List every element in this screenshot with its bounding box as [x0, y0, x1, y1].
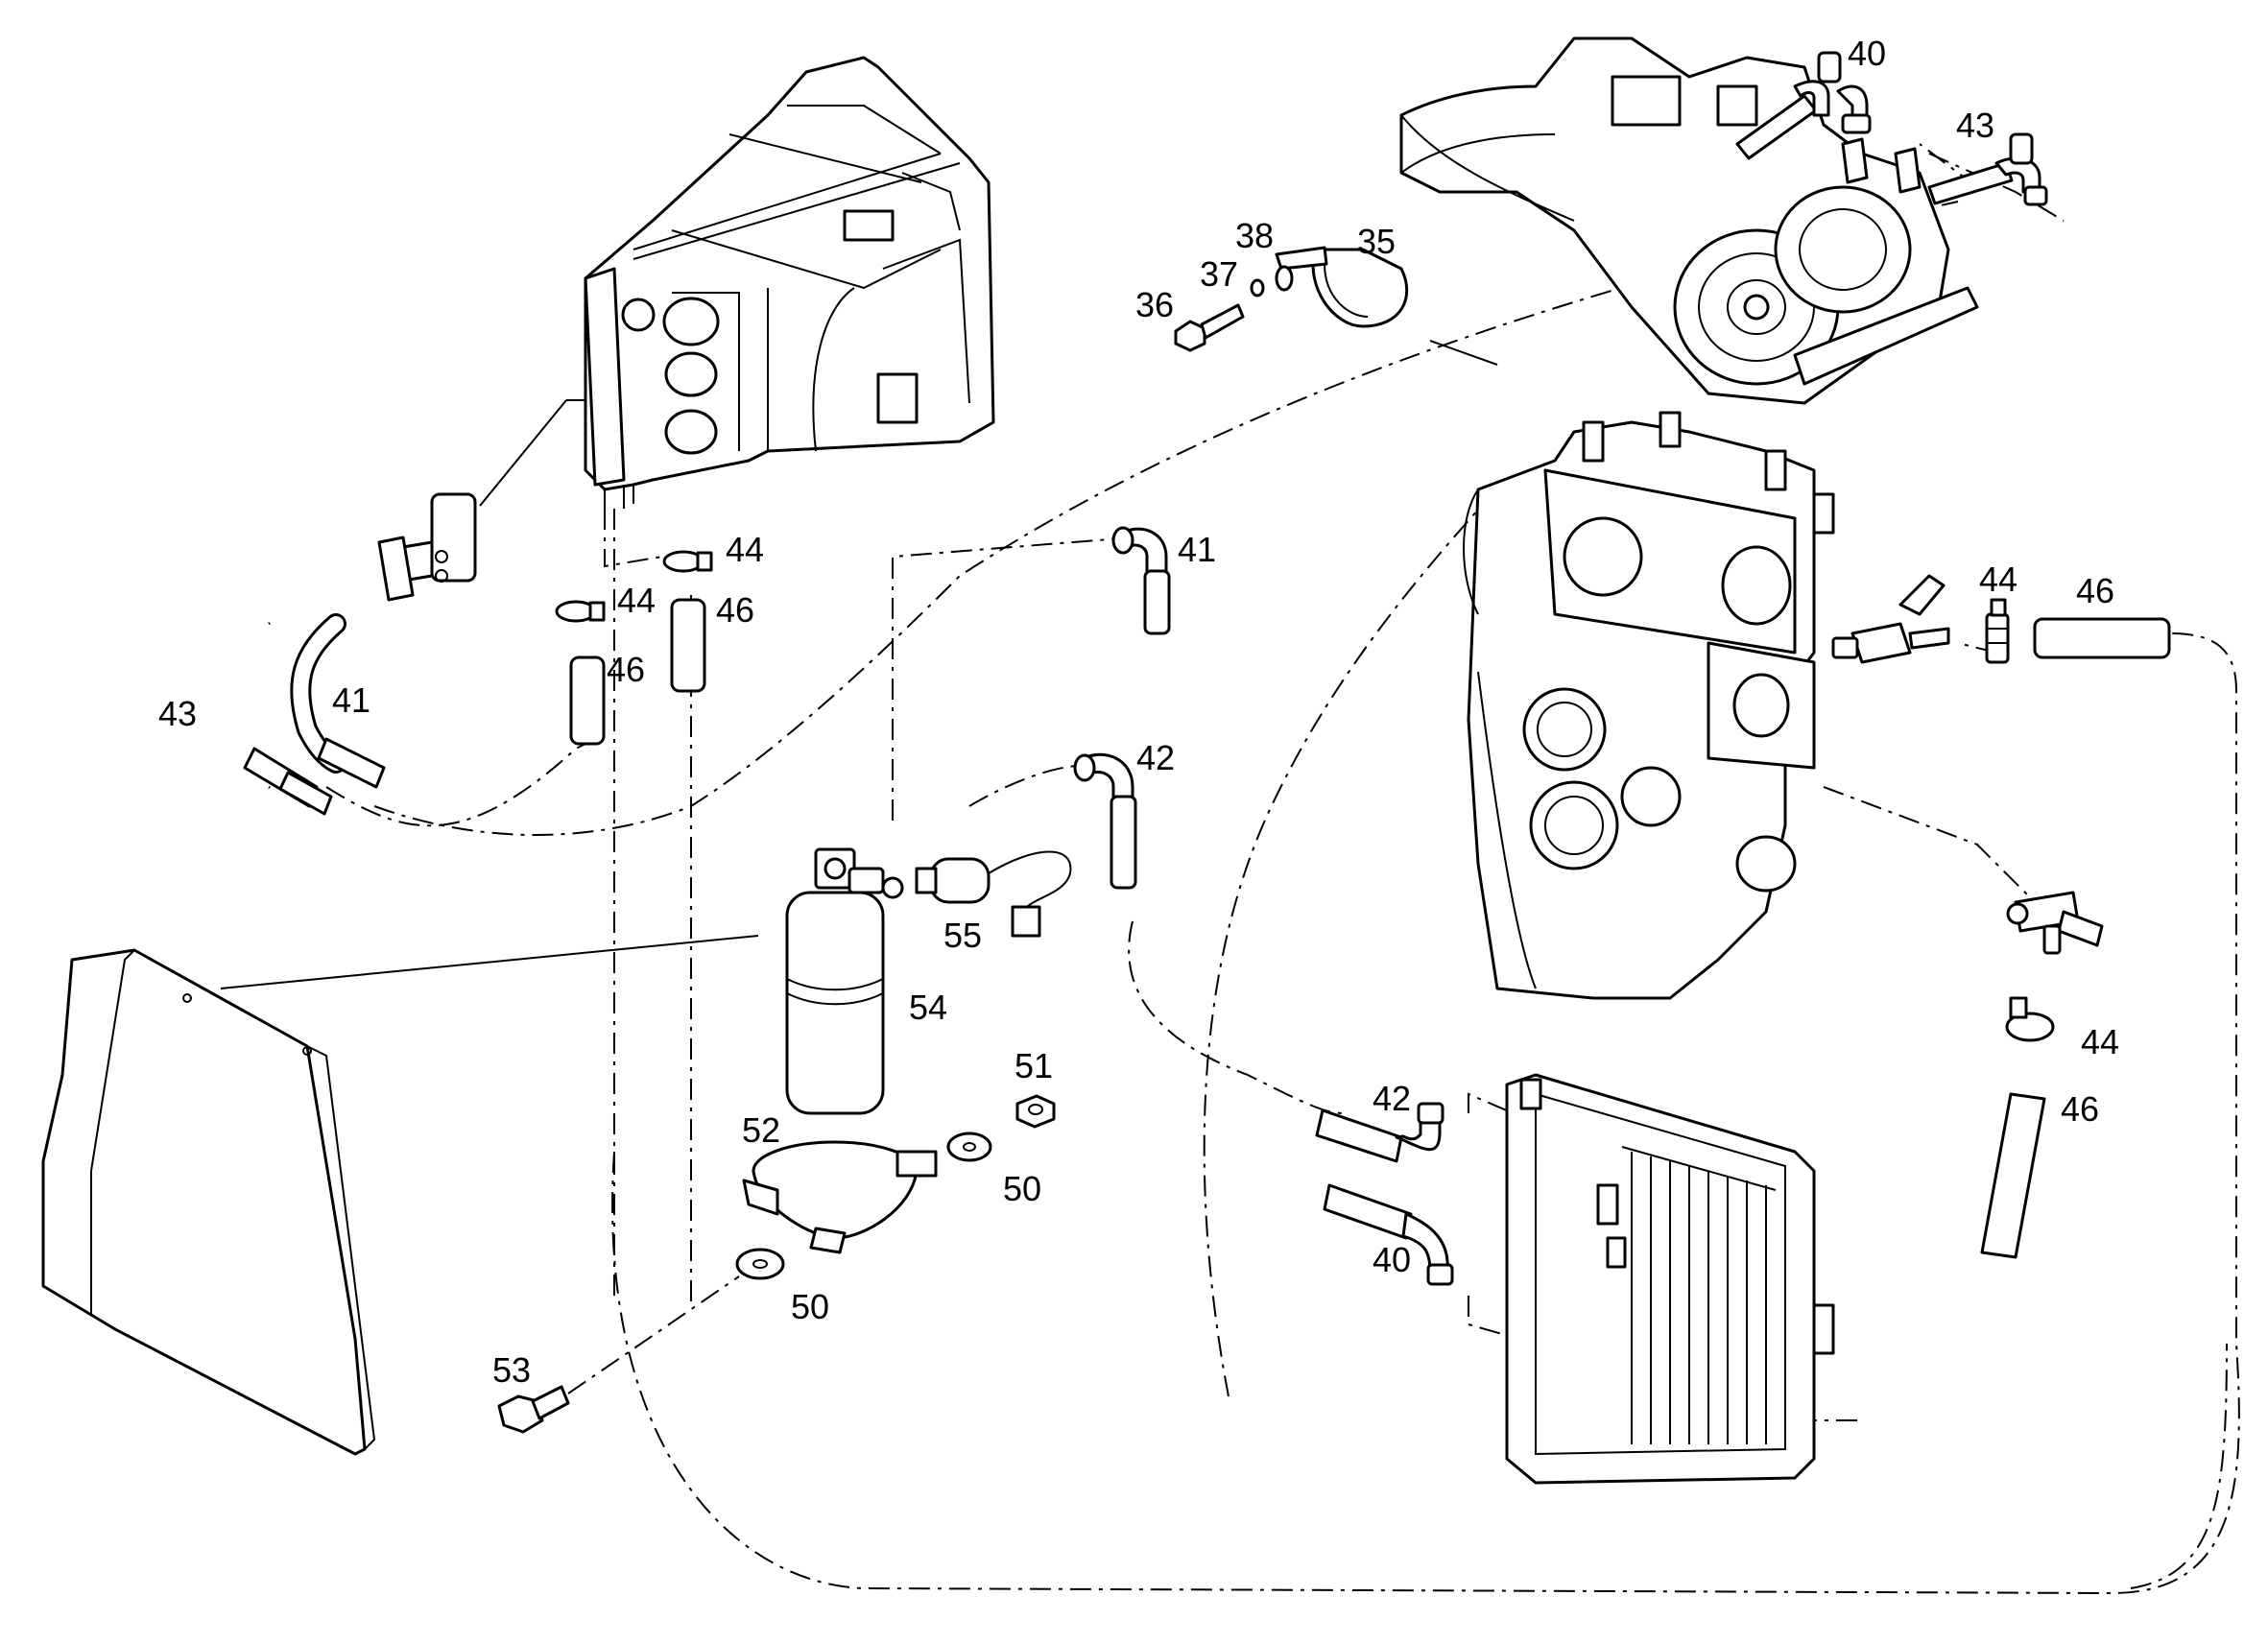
hose-42-lower: [1315, 1102, 1444, 1163]
hose-46-left-a: [569, 655, 606, 746]
hose-43-left: [219, 617, 333, 816]
hose-46-left-b: [670, 598, 706, 693]
callout-53: 53: [492, 1350, 531, 1390]
callout-35: 35: [1357, 222, 1396, 261]
callout-44-right-a: 44: [1979, 560, 2017, 599]
callout-41-left: 41: [332, 680, 370, 720]
callout-40-top: 40: [1848, 34, 1886, 73]
hose-41-center: [1111, 526, 1171, 635]
callout-41-center: 41: [1178, 530, 1216, 569]
callout-54: 54: [909, 988, 947, 1027]
clamp-44-right-a: [1985, 598, 2010, 664]
leader-lines: [220, 340, 1498, 989]
callout-38: 38: [1235, 216, 1274, 255]
bolt-53: [497, 1275, 740, 1434]
callout-52: 52: [742, 1110, 780, 1150]
callout-51: 51: [1015, 1046, 1053, 1085]
callout-46-left-b: 46: [716, 590, 754, 630]
callout-44-left-a: 44: [617, 581, 656, 620]
callout-55: 55: [943, 916, 982, 955]
callout-labels: 40 43 38 35 37 36 44 44 46 46 41 41 43 4…: [158, 34, 2119, 1390]
heater-valve-lower: [2006, 891, 2104, 955]
drier-bracket: [742, 1140, 938, 1254]
engine-block: [1463, 411, 1835, 1000]
clamp-35: [1275, 246, 1409, 328]
screw-36: [1174, 303, 1245, 352]
compressor: [1399, 36, 1979, 405]
callout-50-left: 50: [791, 1287, 829, 1326]
callout-40-lower: 40: [1373, 1240, 1411, 1279]
hvac-unit: [584, 56, 995, 509]
washer-50-left: [735, 1248, 785, 1280]
callout-37: 37: [1200, 254, 1238, 294]
nut-51: [1015, 1094, 1056, 1129]
hose-41-left: [290, 613, 386, 789]
callout-50-right: 50: [1003, 1169, 1041, 1208]
receiver-drier: [785, 847, 904, 1115]
hose-46-right-a: [2033, 617, 2171, 659]
callout-44-right-b: 44: [2081, 1022, 2119, 1061]
condenser: [1505, 1073, 1835, 1485]
hose-40-lower: [1323, 1183, 1454, 1286]
hose-46-right-b: [1980, 1092, 2046, 1259]
hose-43-top: [1927, 132, 2048, 206]
washer-37: [1250, 278, 1265, 298]
washer-50-right: [946, 1132, 992, 1162]
callout-42-center: 42: [1136, 738, 1175, 777]
washer-38: [1275, 265, 1294, 292]
callout-44-left-b: 44: [726, 530, 764, 569]
callout-46-right-b: 46: [2061, 1089, 2099, 1129]
hose-40-top: [1735, 51, 1872, 160]
heater-valve-upper: [1831, 574, 1950, 664]
clamp-44-left-b: [662, 550, 713, 573]
callout-42-lower: 42: [1373, 1079, 1411, 1118]
pressure-switch: [915, 850, 1072, 938]
side-panel: [41, 948, 376, 1456]
callout-36: 36: [1135, 285, 1174, 324]
expansion-valve: [377, 492, 477, 602]
callout-43-top: 43: [1956, 106, 1994, 145]
hose-routing-lines: [325, 124, 2240, 1595]
callout-46-right-a: 46: [2076, 571, 2114, 610]
hose-42-center: [1073, 752, 1137, 890]
clamp-44-left-a: [555, 600, 606, 623]
callout-43-left: 43: [158, 694, 197, 733]
clamp-44-right-b: [2005, 996, 2055, 1042]
callout-46-left-a: 46: [607, 650, 645, 689]
